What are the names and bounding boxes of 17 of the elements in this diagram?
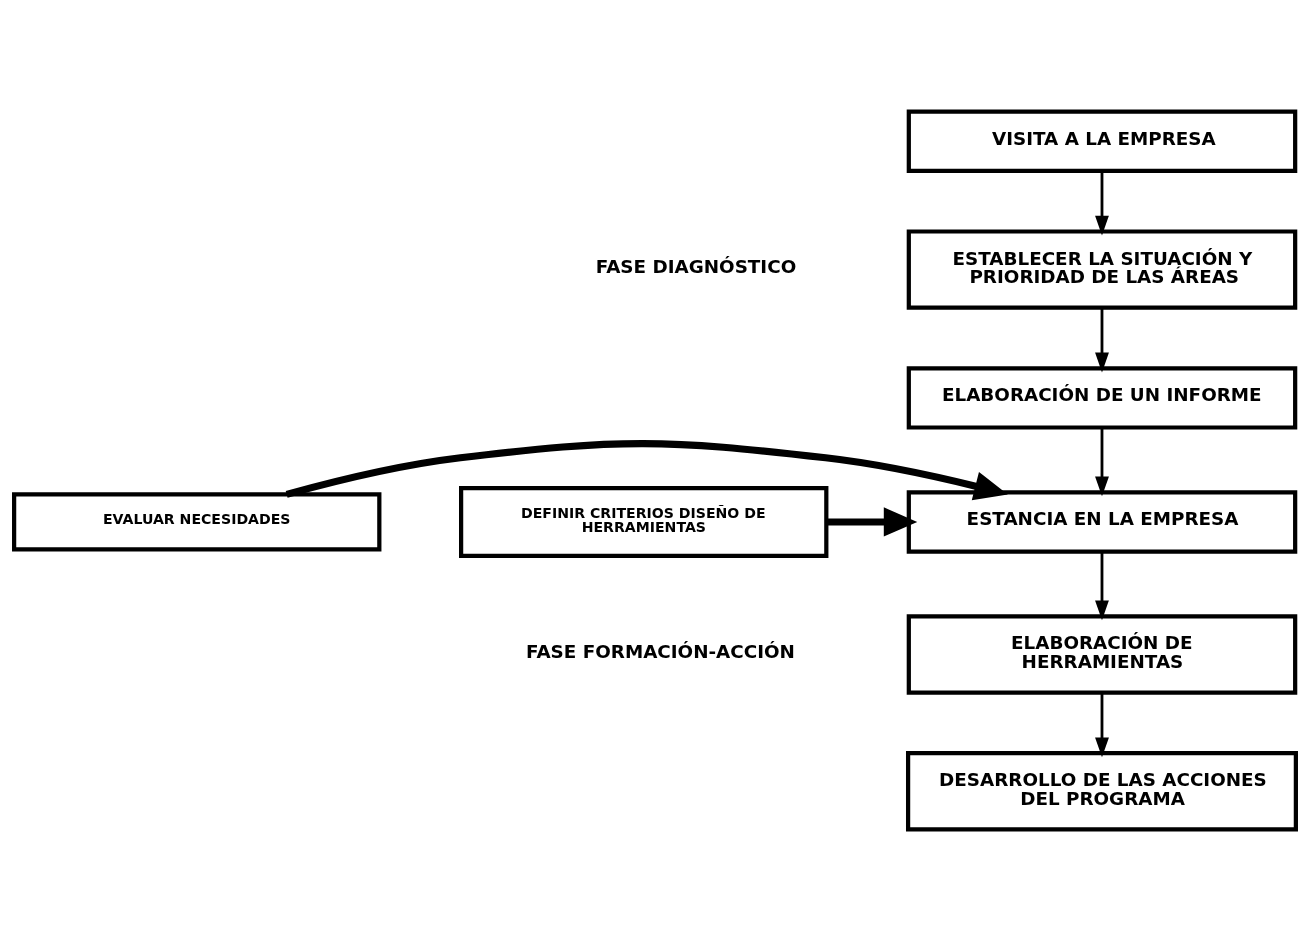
arrow — [285, 440, 1008, 501]
label: FASE DIAGNÓSTICO — [595, 255, 797, 277]
node-box: ESTABLECER LA SITUACIÓN Y PRIORIDAD DE LAS ÁREAS — [906, 229, 1298, 310]
arrow — [1095, 307, 1109, 373]
node-box: VISITA A LA EMPRESA — [906, 109, 1298, 173]
arrow — [1095, 552, 1109, 621]
arrow — [1095, 171, 1109, 236]
node-box: DEFINIR CRITERIOS DISEÑO DE HERRAMIENTAS — [459, 486, 829, 558]
arrow — [826, 507, 918, 537]
node-box: ESTANCIA EN LA EMPRESA — [906, 490, 1298, 554]
arrow — [1095, 692, 1109, 758]
arrow — [1095, 428, 1109, 497]
label: FASE FORMACIÓN-ACCIÓN — [525, 640, 795, 662]
node-box: DESARROLLO DE LAS ACCIONES DEL PROGRAMA — [906, 751, 1298, 832]
node-box: ELABORACIÓN DE UN INFORME — [906, 366, 1298, 430]
node-box: ELABORACIÓN DE HERRAMIENTAS — [906, 614, 1298, 695]
node-box: EVALUAR NECESIDADES — [12, 492, 382, 552]
